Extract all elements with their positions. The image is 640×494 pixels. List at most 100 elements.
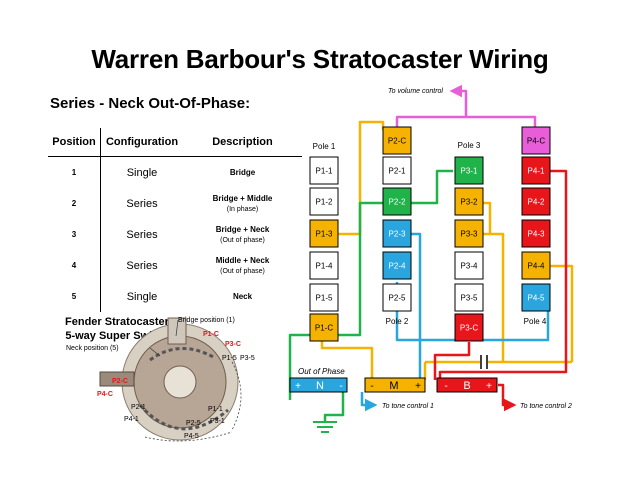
label-sw-p25: P2-5 <box>186 420 201 427</box>
wires <box>288 84 574 422</box>
terminal-box-p3-3 <box>454 219 484 248</box>
switch-mount <box>99 371 135 387</box>
terminal-box-p2-c <box>382 126 412 155</box>
wire-p32-p33 <box>483 201 492 236</box>
row-description-cell: Bridge <box>183 157 302 189</box>
header-description: Description <box>183 128 302 157</box>
wire-to-volume <box>449 84 468 117</box>
terminal-box-p3-5 <box>454 283 484 312</box>
middle-pickup-body <box>364 377 426 393</box>
wire-volume-bridge <box>395 115 537 128</box>
label-sw-p1c: P1-C <box>203 331 219 338</box>
out-of-phase-label: Out of Phase <box>298 367 345 376</box>
bridge-plus: + <box>486 381 492 392</box>
row-configuration: Series <box>126 259 158 272</box>
terminal-label-p4-c: P4-C <box>527 137 545 146</box>
label-sw-p35: P3-5 <box>240 355 255 362</box>
terminal-box-p4-3 <box>521 219 551 248</box>
terminal-label-p1-c: P1-C <box>315 324 333 333</box>
row-position: 2 <box>48 188 101 219</box>
row-position: 3 <box>48 219 101 250</box>
terminal-label-p3-3: P3-3 <box>461 230 478 239</box>
label-sw-p21: P2-1 <box>131 404 146 411</box>
row-configuration: Series <box>126 228 158 241</box>
switch-lever <box>167 317 187 345</box>
wire-p13-p2c <box>337 120 385 236</box>
wire-p41-bridge <box>438 169 568 380</box>
terminal-label-p1-1: P1-1 <box>316 167 333 176</box>
wire-p23-bus <box>410 232 422 380</box>
terminal-box-p4-4 <box>521 251 551 280</box>
switch-lugs-lower <box>138 404 229 431</box>
neck-minus: - <box>339 381 342 392</box>
terminal-label-p2-4: P2-4 <box>389 262 406 271</box>
label-sw-p45: P4-5 <box>184 433 199 440</box>
terminal-box-p2-4 <box>382 251 412 280</box>
label-sw-p4c: P4-C <box>97 391 113 398</box>
wire-p3c-bridge <box>433 342 471 380</box>
middle-name: M <box>389 380 398 392</box>
switch-outline-bottom <box>144 431 233 442</box>
row-position: 5 <box>48 281 101 312</box>
pickup-bridge: - B + <box>436 377 498 393</box>
terminal-label-p2-2: P2-2 <box>389 198 406 207</box>
terminal-box-p3-2 <box>454 187 484 216</box>
terminal-box-p4-2 <box>521 187 551 216</box>
terminal-label-p4-1: P4-1 <box>528 167 545 176</box>
label-to-tone2: To tone control 2 <box>520 403 572 410</box>
row-description: Bridge + Middle <box>212 193 273 203</box>
row-note: (Out of phase) <box>220 236 265 244</box>
terminal-label-p1-4: P1-4 <box>316 262 333 271</box>
row-description-cell: Bridge + Neck (Out of phase) <box>183 219 302 250</box>
label-sw-p15: P1-5 <box>222 355 237 362</box>
terminal-box-p2-1 <box>382 156 412 185</box>
bridge-minus: - <box>444 381 447 392</box>
terminal-label-p2-c: P2-C <box>388 137 406 146</box>
table-row: 1 Single Bridge <box>48 156 302 189</box>
terminal-box-p3-c <box>454 313 484 342</box>
terminal-box-p1-3 <box>309 219 339 248</box>
terminal-label-p4-4: P4-4 <box>528 262 545 271</box>
pole3-label: Pole 3 <box>458 141 481 150</box>
terminal-label-p4-2: P4-2 <box>528 198 545 207</box>
row-position: 1 <box>48 156 101 188</box>
pole4-label: Pole 4 <box>524 317 547 326</box>
switch-rotor <box>163 365 197 399</box>
row-configuration: Single <box>126 166 158 179</box>
terminal-label-p3-2: P3-2 <box>461 198 478 207</box>
label-to-tone1: To tone control 1 <box>382 403 434 410</box>
wiring-subtitle: Series - Neck Out-Of-Phase: <box>50 95 251 112</box>
label-sw-p3c: P3-C <box>225 341 241 348</box>
terminal-box-p4-c <box>521 126 551 155</box>
row-description: Middle + Neck <box>215 255 270 265</box>
terminal-box-p1-5 <box>309 283 339 312</box>
row-description-cell: Neck <box>183 281 302 312</box>
row-description: Bridge + Neck <box>215 224 270 234</box>
table-header-row: Position Configuration Description <box>48 128 302 157</box>
terminal-label-p1-3: P1-3 <box>316 230 333 239</box>
row-description-cell: Bridge + Middle (In phase) <box>183 188 302 219</box>
header-position: Position <box>48 128 101 157</box>
ground-symbol <box>313 421 337 433</box>
wire-p22-neck <box>288 201 383 392</box>
wire-p44-bus <box>550 264 574 362</box>
middle-plus: + <box>415 381 421 392</box>
terminal-label-p3-c: P3-C <box>460 324 478 333</box>
neck-pickup-body <box>289 377 348 393</box>
label-sw-p41: P4-1 <box>124 416 139 423</box>
pickup-neck: Out of Phase + N - <box>289 367 348 393</box>
terminal-box-p1-c <box>309 313 339 342</box>
label-to-volume: To volume control <box>388 88 443 95</box>
terminal-label-p4-5: P4-5 <box>528 294 545 303</box>
terminal-label-p3-1: P3-1 <box>461 167 478 176</box>
row-note: (In phase) <box>226 205 259 213</box>
label-sw-p11: P1-1 <box>208 406 223 413</box>
wire-to-tone1 <box>360 392 378 412</box>
wire-p22-p31 <box>410 169 453 205</box>
terminal-box-p2-3 <box>382 219 412 248</box>
row-description-cell: Middle + Neck(Out of phase) <box>183 250 302 281</box>
middle-minus: - <box>370 381 373 392</box>
terminal-box-p4-1 <box>521 156 551 185</box>
